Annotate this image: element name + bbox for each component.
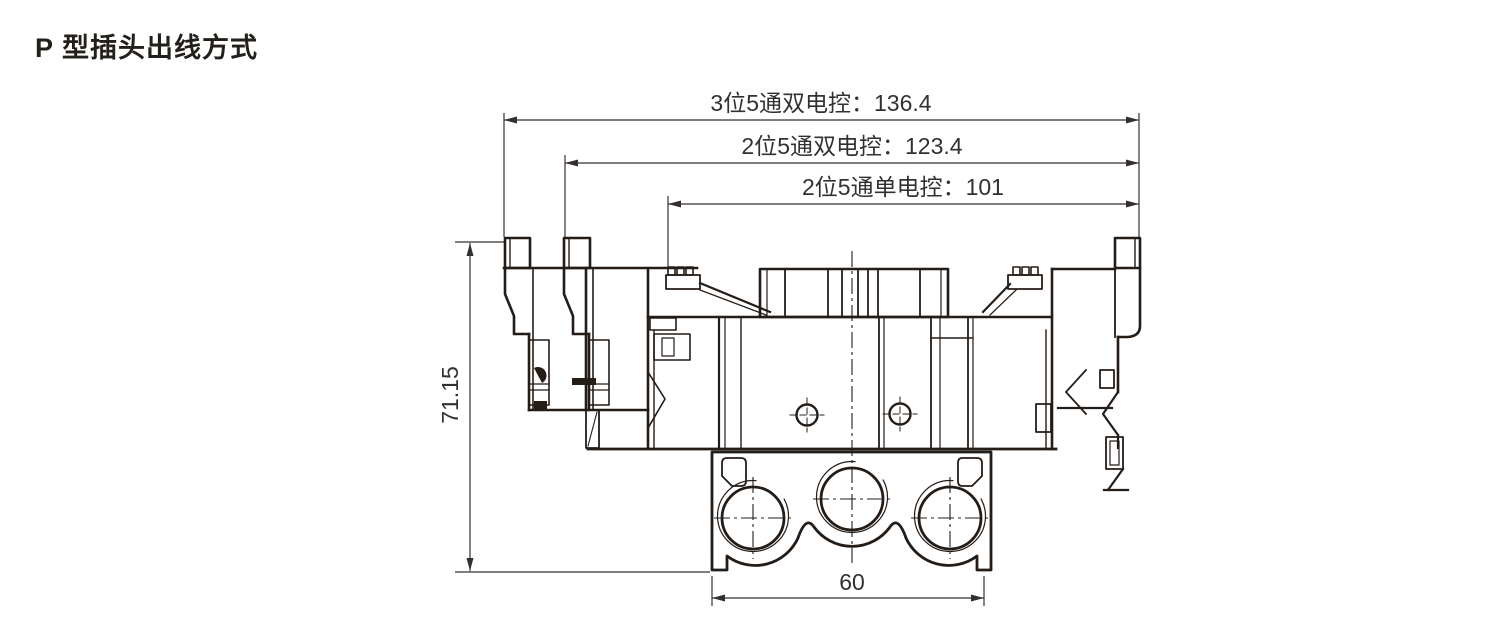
arrow-down-icon: [466, 558, 474, 571]
dim-label-height: 71.15: [437, 366, 463, 424]
arrow-right-icon: [1126, 116, 1139, 124]
valve-assembly: [502, 236, 1142, 572]
dim-label-base-width: 60: [839, 569, 865, 595]
arrow-right-icon: [1126, 200, 1139, 208]
dim-label-3pos5way-double: 3位5通双电控：136.4: [710, 90, 931, 116]
dim-2pos5way-single: [667, 196, 1139, 272]
centerlines: [714, 251, 989, 563]
mount-notch-right: [957, 457, 983, 487]
left-plug-tab-2: [562, 236, 592, 270]
screw-hole-right: [882, 396, 918, 432]
right-plug: [1035, 266, 1142, 492]
dimension-lines: [455, 113, 1140, 606]
valve-body: [586, 267, 1058, 451]
page-title: P 型插头出线方式: [35, 33, 259, 63]
arrow-left-icon: [668, 200, 681, 208]
connector-block: [758, 267, 950, 319]
left-plug-tab-1: [503, 236, 532, 270]
dim-height: [455, 241, 710, 573]
arrow-right-icon: [971, 594, 984, 602]
left-plug-2: [562, 266, 650, 412]
arrow-left-icon: [565, 159, 578, 167]
body-left-section: [646, 268, 691, 451]
mount-notch-left: [721, 457, 747, 487]
pilot-column: [585, 409, 600, 449]
left-clamp-bracket: [665, 266, 772, 316]
dim-base-width: [711, 576, 985, 606]
dim-2pos5way-double: [564, 155, 1139, 237]
manual-pin: [572, 378, 596, 385]
arrow-right-icon: [1126, 159, 1139, 167]
screw-hole-left: [789, 397, 825, 433]
right-clamp-bracket: [981, 266, 1043, 316]
arrow-left-icon: [504, 116, 517, 124]
left-plug-1: [503, 266, 588, 412]
manifold-outline: [710, 450, 993, 572]
plug1-bump: [534, 367, 547, 383]
right-plug-tab: [1113, 236, 1142, 270]
dim-3pos5way-double: [503, 113, 1140, 237]
dim-label-2pos5way-single: 2位5通单电控：101: [802, 174, 1004, 200]
dim-label-2pos5way-double: 2位5通双电控：123.4: [741, 133, 962, 159]
arrow-up-icon: [466, 243, 474, 256]
arrow-left-icon: [712, 594, 725, 602]
